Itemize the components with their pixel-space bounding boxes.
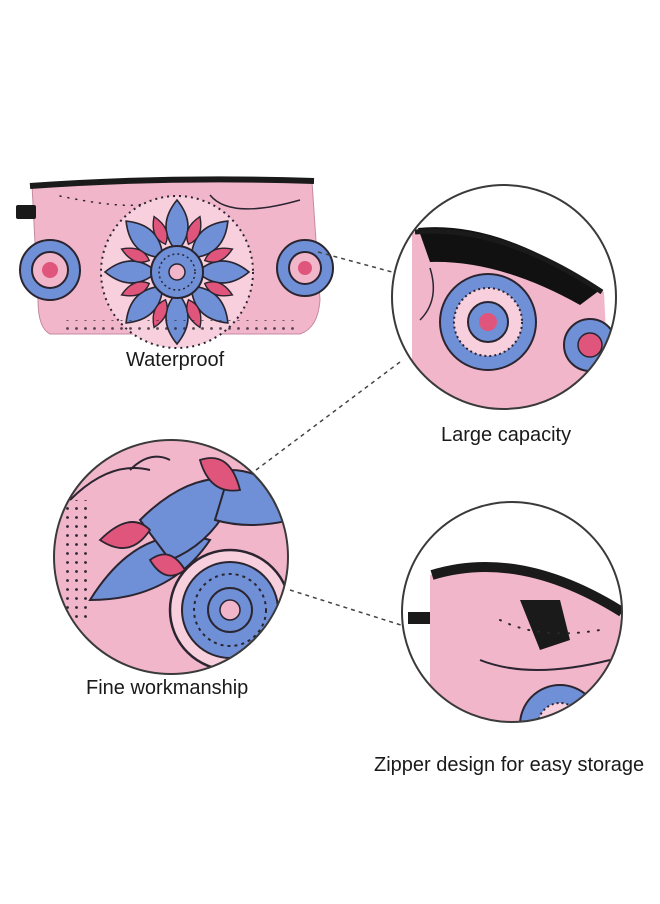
zipper-tab-icon: [16, 205, 36, 219]
caption-zipper-design: Zipper design for easy storage: [374, 754, 645, 776]
pouch-main: [16, 176, 334, 349]
caption-waterproof: Waterproof: [126, 349, 225, 371]
detail-circle-workmanship: [53, 439, 289, 675]
zipper-pull-icon: [520, 600, 570, 650]
zipper-track-icon: [430, 562, 622, 617]
detail-circle-zipper: [401, 501, 623, 723]
caption-fine-workmanship: Fine workmanship: [86, 677, 249, 699]
callout-lines: [255, 251, 405, 627]
detail-circle-capacity: [391, 184, 617, 410]
caption-large-capacity: Large capacity: [441, 424, 572, 446]
mandala-icon: [100, 195, 254, 349]
pouch-opening-icon: [418, 227, 600, 305]
